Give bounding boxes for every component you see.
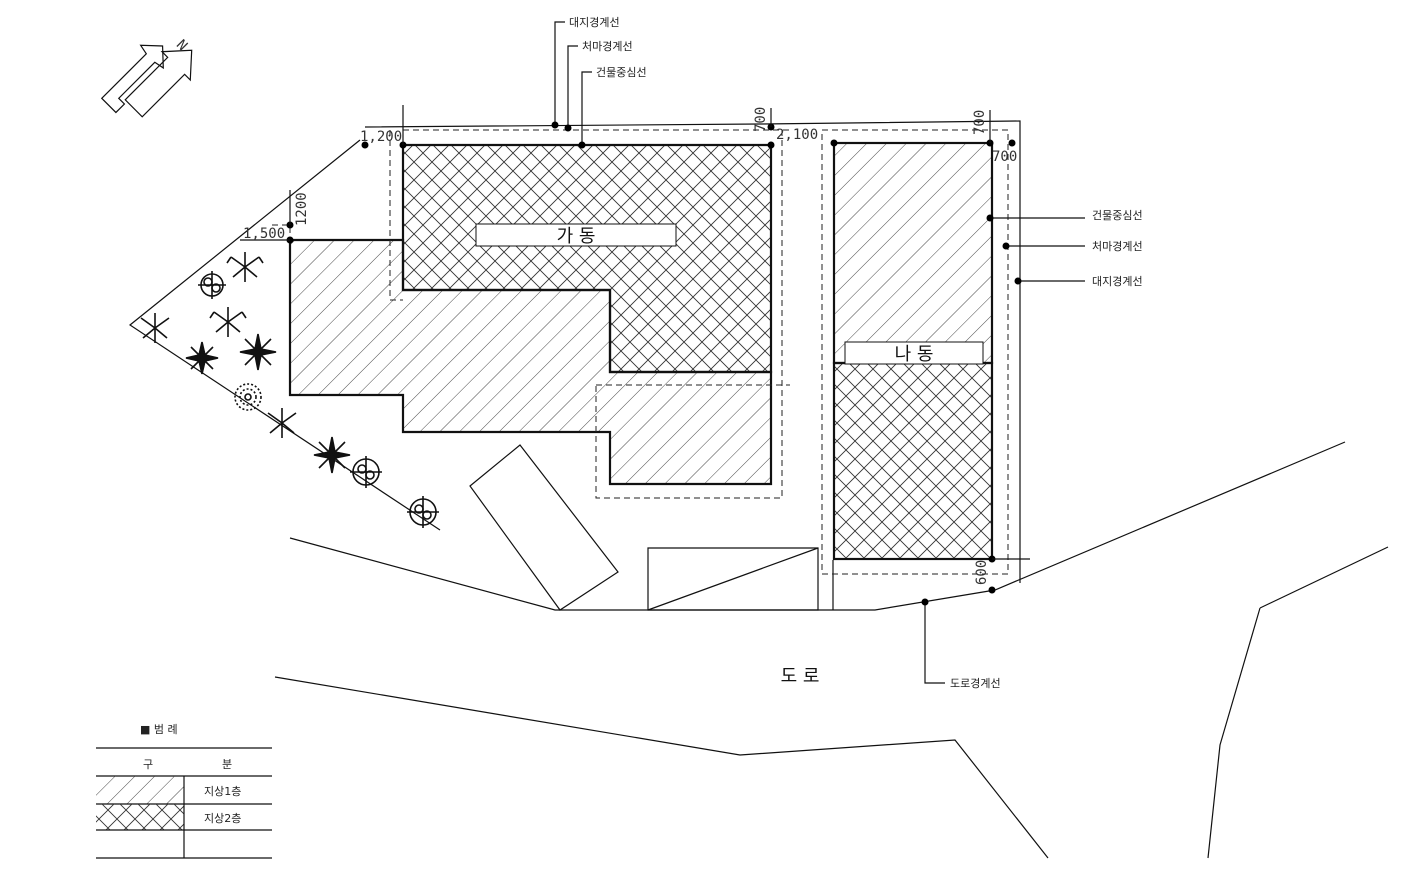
road-label: 도 로	[781, 666, 820, 687]
dim-1200-left: 1200	[294, 192, 310, 226]
callout-top-eave-line: 처마경계선	[582, 40, 633, 53]
legend-title: ■ 범 례	[140, 723, 178, 736]
road-boundary-callout: 도로경계선	[921, 598, 1001, 690]
building-ga-label: 가 동	[475, 223, 677, 247]
legend-header-gu: 구	[143, 758, 153, 771]
dim-600-bottom: 600	[974, 560, 990, 585]
callout-right-building-centerline: 건물중심선	[1092, 209, 1143, 222]
landscape-trees	[140, 252, 439, 528]
tree-icon	[234, 383, 262, 411]
dim-1500: 1,500	[243, 226, 285, 242]
legend-row-1-label: 지상1층	[204, 785, 241, 798]
tree-icon	[209, 307, 247, 337]
tree-icon	[140, 313, 170, 343]
callout-road-boundary: 도로경계선	[950, 677, 1001, 690]
tree-icon	[267, 408, 297, 438]
tree-icon	[350, 456, 382, 488]
legend-swatch-cross-hatch	[96, 804, 184, 830]
right-callouts: 건물중심선 처마경계선 대지경계선	[986, 209, 1143, 288]
building-na-second-floor	[832, 361, 994, 561]
legend-row-2-label: 지상2층	[204, 812, 241, 825]
dim-700-right: 700	[992, 149, 1017, 165]
building-na-label: 나 동	[844, 341, 984, 365]
callout-right-site-boundary: 대지경계선	[1092, 275, 1143, 288]
building-ga-name: 가 동	[557, 226, 596, 247]
top-callouts: 대지경계선 처마경계선 건물중심선	[551, 16, 647, 149]
tree-icon	[313, 436, 351, 474]
legend-header-bun: 분	[222, 758, 232, 771]
legend-swatch-single-hatch	[96, 776, 184, 804]
building-na-ground-floor	[832, 141, 994, 365]
tree-icon	[185, 341, 219, 375]
callout-top-building-centerline: 건물중심선	[596, 66, 647, 79]
building-na-name: 나 동	[895, 344, 934, 365]
dim-700-right-top: 700	[972, 110, 988, 135]
dimension-marks: 1,200 700 2,100 700 700 1200 1,500 600	[240, 105, 1030, 594]
tree-icon	[198, 271, 226, 299]
dim-700-top: 700	[753, 107, 769, 132]
tree-icon	[239, 333, 277, 371]
site-boundary	[128, 120, 1389, 859]
tree-icon	[407, 496, 439, 528]
legend: ■ 범 례 구 분 지상1층 지상2층	[96, 723, 272, 859]
callout-right-eave-line: 처마경계선	[1092, 240, 1143, 253]
dim-1200-top: 1,200	[360, 129, 402, 145]
dim-2100: 2,100	[776, 127, 818, 143]
north-arrow-icon: N	[100, 37, 193, 118]
callout-top-site-boundary: 대지경계선	[569, 16, 620, 29]
tree-icon	[226, 252, 264, 282]
